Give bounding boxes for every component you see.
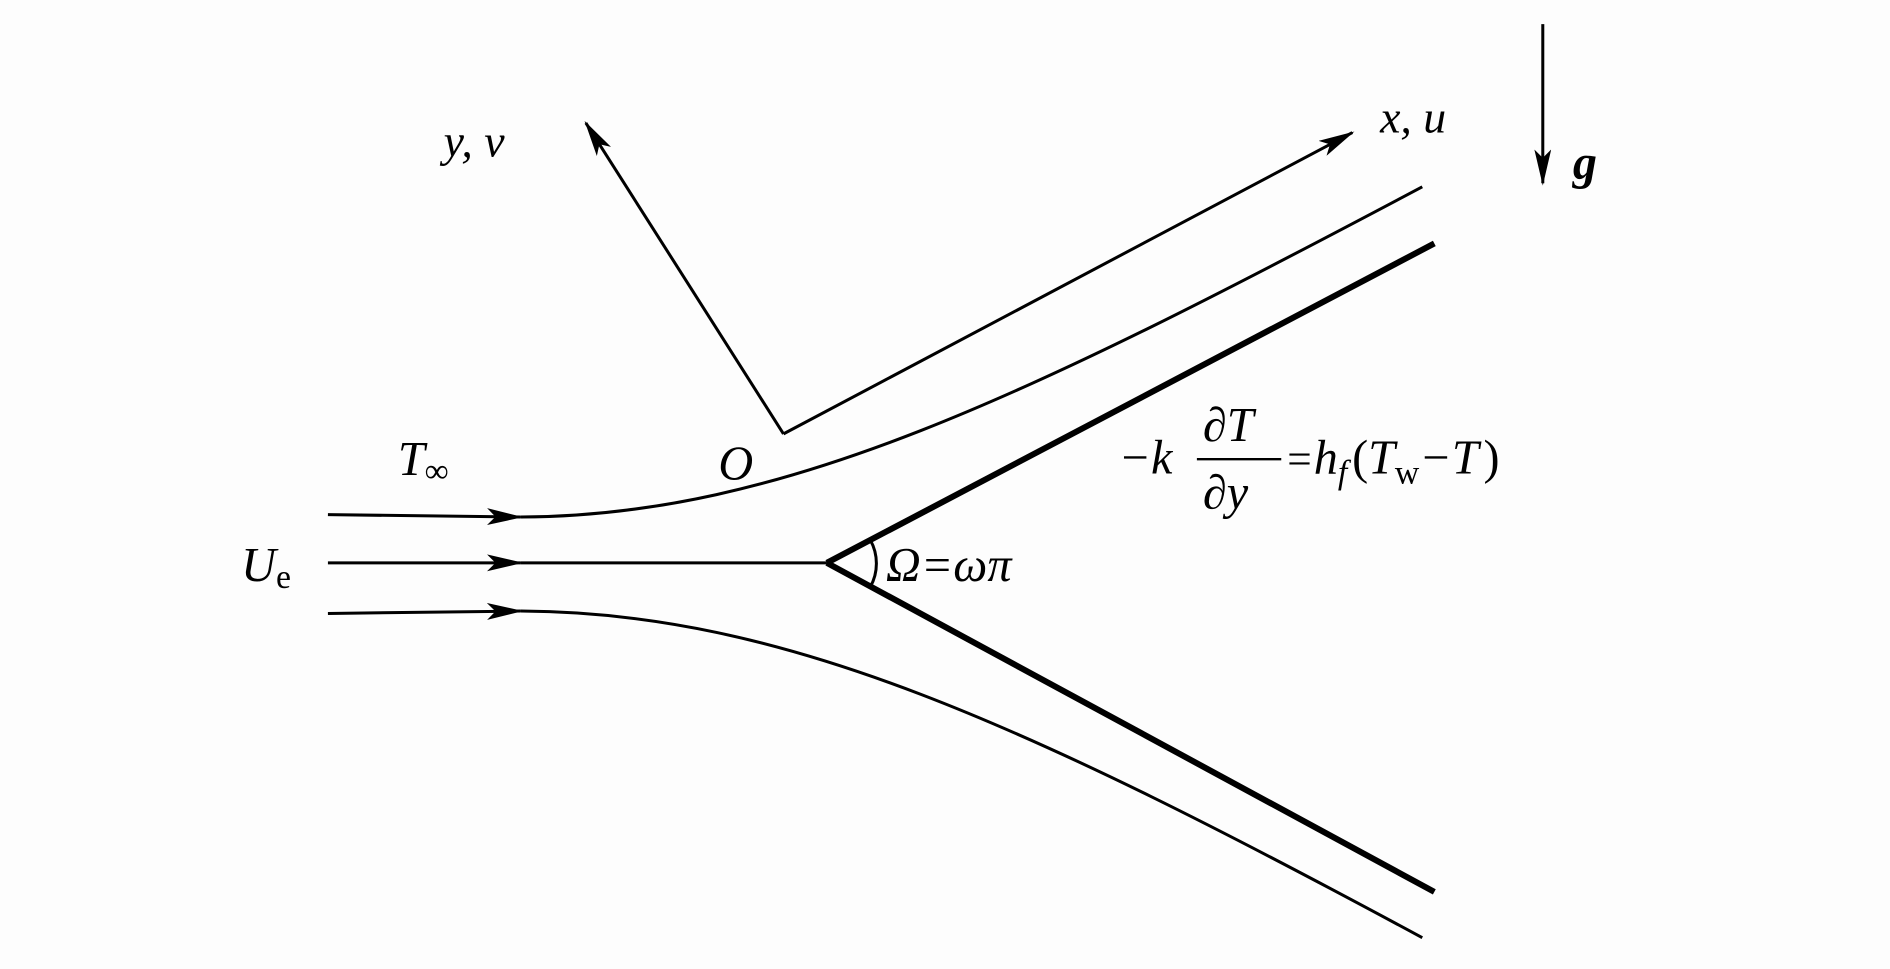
streamline-bottom bbox=[327, 603, 1423, 939]
wedge-lower-surface bbox=[825, 560, 1436, 895]
x-axis-arrow bbox=[782, 131, 1355, 436]
x-axis-label: x, u bbox=[1379, 92, 1446, 143]
bc-h-subscript: f bbox=[1338, 454, 1352, 491]
boundary-condition-equation: −k ∂T ∂y = hf(Tw−T) bbox=[1119, 399, 1500, 519]
t-infinity-subscript: ∞ bbox=[425, 453, 449, 490]
angle-arc bbox=[868, 539, 878, 588]
wedge-angle-label: Ω=ωπ bbox=[886, 539, 1013, 592]
bc-minus-t: −T bbox=[1419, 432, 1482, 485]
origin-label: O bbox=[718, 438, 753, 491]
bc-tw: T bbox=[1368, 432, 1398, 485]
bc-equals: = bbox=[1287, 436, 1311, 484]
ue-main: U bbox=[241, 539, 279, 592]
bc-numerator: ∂T bbox=[1203, 399, 1257, 452]
t-infinity-main: T bbox=[398, 433, 428, 486]
ue-subscript: e bbox=[276, 559, 291, 596]
bc-tw-subscript: w bbox=[1395, 454, 1420, 491]
streamline-top bbox=[327, 185, 1423, 526]
gravity-label: g bbox=[1572, 136, 1597, 189]
bc-right-side: hf(Tw−T) bbox=[1314, 432, 1500, 492]
wedge-upper-surface bbox=[825, 240, 1436, 566]
ue-label: Ue bbox=[241, 539, 291, 596]
y-axis-arrow bbox=[584, 120, 785, 435]
bc-denominator: ∂y bbox=[1203, 467, 1249, 520]
y-axis-label: y, v bbox=[440, 116, 506, 167]
bc-close-paren: ) bbox=[1483, 432, 1499, 485]
bc-minus-k: −k bbox=[1119, 432, 1175, 485]
t-infinity-label: T∞ bbox=[398, 433, 449, 490]
bc-open-paren: ( bbox=[1352, 432, 1368, 485]
bc-h: h bbox=[1314, 432, 1338, 485]
